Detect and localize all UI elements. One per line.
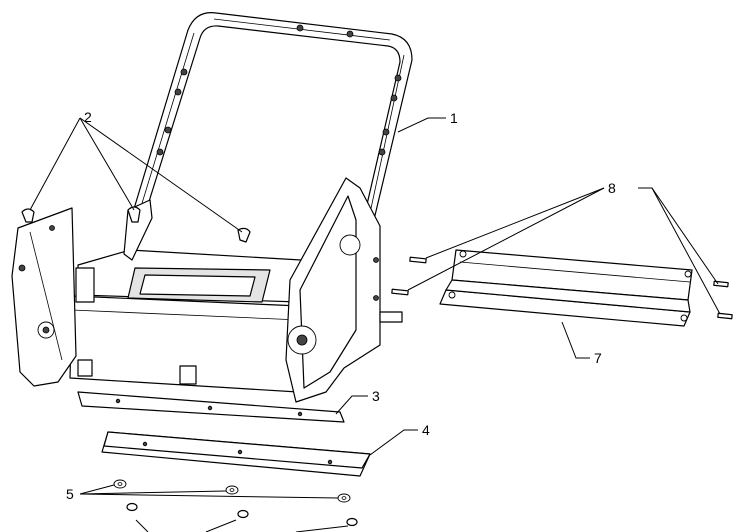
front-strip: [77, 391, 345, 423]
backrest-frame: [129, 12, 413, 229]
wing-screws: [21, 206, 251, 243]
callout-1: 1: [450, 110, 458, 126]
side-rail: [439, 249, 693, 327]
left-side-bracket: [11, 207, 95, 387]
washers: [113, 479, 358, 527]
leader-lines: [29, 117, 721, 532]
bolts: [391, 256, 733, 320]
callout-3: 3: [372, 388, 380, 404]
bottom-rail: [101, 431, 371, 477]
callout-7: 7: [594, 350, 602, 366]
callout-2: 2: [84, 109, 92, 125]
callout-4: 4: [422, 422, 430, 438]
callout-5: 5: [66, 486, 74, 502]
right-side-bracket: [285, 177, 403, 403]
callout-8: 8: [608, 180, 616, 196]
